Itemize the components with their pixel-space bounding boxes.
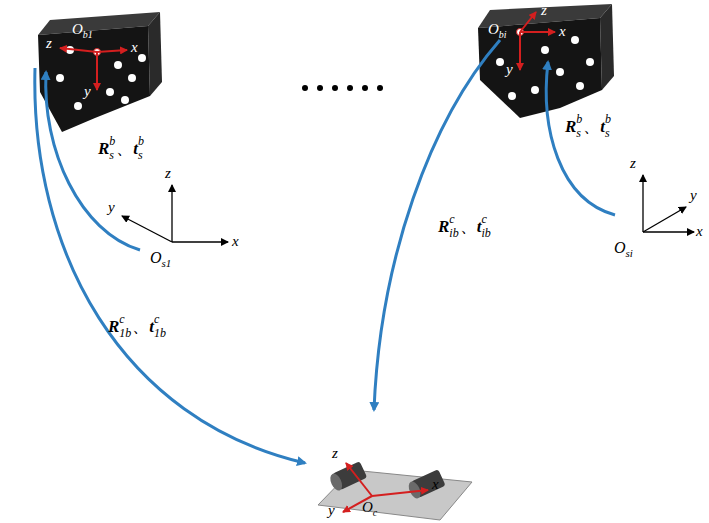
axis-label: x (131, 40, 138, 55)
transform-label: 1b (154, 327, 166, 339)
transform-label: R (565, 118, 576, 135)
frame-origin-label: s1 (162, 258, 172, 269)
axis-label: x (432, 477, 439, 492)
world-frame (122, 185, 228, 242)
transform-label: t (133, 140, 138, 157)
axis-label: z (541, 3, 547, 18)
transform-label: s (576, 127, 581, 139)
transform-label: R (438, 218, 449, 235)
frame-origin-label: O (72, 22, 83, 37)
frame-origin-label: b1 (83, 30, 93, 40)
transform-label: 、 (583, 118, 600, 135)
transform-label: c (119, 313, 124, 325)
ellipsis-dots (302, 85, 383, 91)
axis-label: y (108, 200, 115, 215)
axis-label: z (332, 446, 338, 461)
axis-label: z (46, 36, 52, 51)
transform-label: b (576, 113, 582, 125)
transform-label: ib (449, 227, 458, 239)
frame-origin-label: O (150, 250, 162, 266)
axis-label: y (328, 503, 335, 518)
transform-arrow (35, 40, 615, 463)
world-frame (643, 175, 694, 232)
axis-label: z (630, 156, 636, 171)
axis-label: y (690, 188, 697, 203)
axis-label: z (165, 166, 171, 181)
transform-label: R (108, 318, 119, 335)
transform-label: b (109, 135, 115, 147)
transform-label: ib (481, 227, 490, 239)
axis-label: y (84, 84, 91, 99)
transform-label: s (109, 149, 114, 161)
frame-origin-label: O (614, 240, 626, 256)
axis-label: y (506, 62, 513, 77)
stereo-camera (318, 461, 472, 520)
axis-label: x (232, 234, 239, 249)
axis-label: x (559, 24, 566, 39)
transform-label: 、 (460, 218, 477, 235)
transform-label: t (149, 318, 154, 335)
frame-origin-label: bi (499, 30, 507, 40)
transform-label: 、 (116, 140, 133, 157)
transform-label: c (481, 213, 486, 225)
transform-label: c (449, 213, 454, 225)
transform-label: t (600, 118, 605, 135)
transform-label: s (138, 149, 143, 161)
transform-label: R (98, 140, 109, 157)
frame-origin-label: O (488, 22, 499, 37)
transform-label: b (138, 135, 144, 147)
frame-origin-label: O (362, 500, 373, 515)
frame-origin-label: c (373, 508, 377, 518)
transform-label: 1b (119, 327, 131, 339)
transform-label: s (605, 127, 610, 139)
frame-origin-label: si (626, 248, 633, 259)
transform-label: c (154, 313, 159, 325)
transform-label: 、 (132, 318, 149, 335)
target-board (38, 12, 162, 132)
axis-label: x (696, 224, 703, 239)
transform-label: b (605, 113, 611, 125)
transform-label: t (477, 218, 482, 235)
